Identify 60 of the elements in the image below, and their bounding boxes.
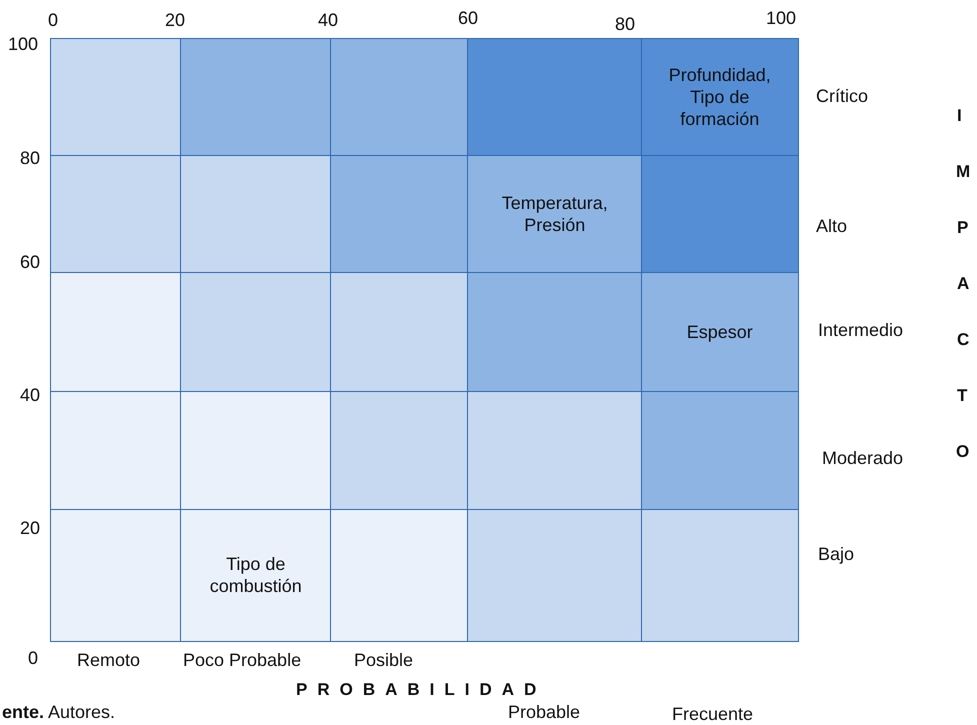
matrix-cell	[330, 155, 468, 274]
matrix-cell	[330, 509, 468, 642]
source-note: ente. Autores.	[2, 702, 116, 723]
axis-title-letter: I	[957, 106, 962, 126]
impact-level-label: Bajo	[818, 544, 854, 565]
risk-factor-text: Espesor	[686, 321, 753, 344]
matrix-cell	[467, 272, 642, 392]
matrix-cell	[330, 38, 468, 156]
axis-tick: 100	[766, 8, 796, 29]
matrix-cell	[180, 155, 332, 274]
matrix-cell	[467, 38, 642, 156]
axis-tick: 20	[165, 10, 186, 31]
axis-title: PROBABILIDAD	[296, 680, 546, 700]
matrix-cell	[330, 272, 468, 392]
axis-tick: 40	[318, 10, 338, 31]
matrix-cell	[641, 38, 798, 156]
matrix-cell	[180, 509, 332, 642]
risk-factor-text: Tipo de combustión	[208, 553, 303, 598]
axis-tick: 80	[615, 14, 636, 35]
probability-level-label: Poco Probable	[183, 650, 302, 671]
matrix-cell	[50, 38, 182, 156]
axis-tick: 20	[20, 518, 40, 539]
impact-level-label: Intermedio	[818, 320, 904, 341]
matrix-cell	[50, 391, 182, 510]
impact-level-label: Alto	[816, 216, 848, 237]
matrix-cell	[50, 272, 182, 392]
probability-level-label: Probable	[508, 702, 580, 723]
axis-tick: 80	[20, 148, 40, 169]
impact-level-label: Moderado	[822, 448, 904, 469]
axis-tick: 0	[28, 648, 38, 669]
axis-title-letter: M	[956, 162, 970, 182]
axis-title-letter: O	[956, 442, 970, 462]
matrix-cell	[641, 155, 798, 274]
probability-level-label: Frecuente	[672, 704, 754, 725]
axis-tick: 60	[20, 252, 40, 273]
matrix-cell	[180, 391, 332, 510]
probability-level-label: Remoto	[77, 650, 140, 671]
axis-tick: 100	[8, 34, 38, 55]
matrix-cell	[50, 509, 182, 642]
axis-tick: 0	[48, 10, 58, 31]
probability-level-label: Posible	[354, 650, 414, 671]
axis-title-letter: P	[957, 218, 968, 238]
matrix-cell	[641, 272, 798, 392]
matrix-cell	[180, 272, 332, 392]
risk-factor-text: Temperatura, Presión	[500, 192, 609, 236]
matrix-cell	[467, 509, 642, 642]
matrix-cell	[180, 38, 332, 156]
matrix-cell	[641, 391, 798, 510]
matrix-cell	[467, 391, 642, 510]
axis-tick: 40	[20, 385, 40, 406]
axis-title-letter: T	[957, 386, 968, 406]
risk-factor-text: Profundidad, Tipo de formación	[668, 64, 772, 130]
axis-tick: 60	[458, 8, 478, 29]
matrix-cell	[467, 155, 642, 274]
impact-level-label: Crítico	[816, 86, 868, 107]
axis-title-letter: A	[957, 274, 970, 294]
matrix-cell	[330, 391, 468, 510]
matrix-cell	[641, 509, 798, 642]
axis-title-letter: C	[957, 330, 970, 350]
matrix-cell	[50, 155, 182, 274]
